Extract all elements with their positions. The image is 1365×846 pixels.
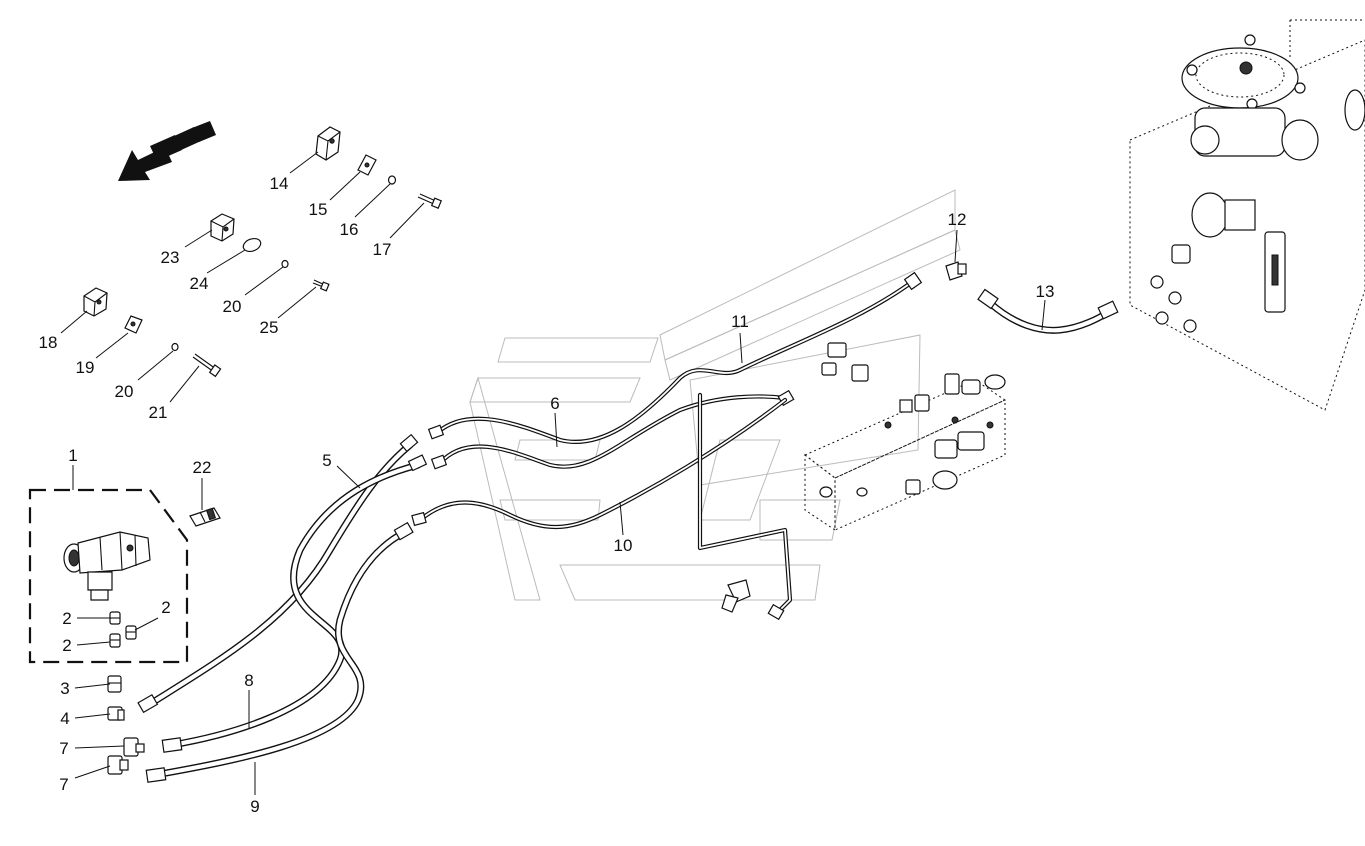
callout-4: 4 — [60, 709, 69, 728]
hose-9 — [145, 521, 414, 783]
clamp-block-14 — [315, 126, 341, 161]
tube-10 — [411, 397, 788, 530]
tube-branch-down — [697, 392, 793, 621]
tee-fitting-7-a — [123, 737, 145, 757]
elbow-fitting-4 — [107, 706, 125, 721]
callout-1: 1 — [68, 446, 77, 465]
callout-12: 12 — [948, 210, 967, 229]
pump-unit — [1181, 34, 1365, 161]
washer-16 — [387, 175, 397, 185]
bolt-25 — [312, 279, 330, 292]
assembly-1-dashed-boundary — [28, 488, 189, 664]
hose-13 — [977, 288, 1119, 334]
callout-2-b: 2 — [62, 636, 71, 655]
callout-9: 9 — [250, 797, 259, 816]
fitting-2-a — [109, 611, 121, 625]
callout-21: 21 — [149, 403, 168, 422]
bolt-17 — [417, 193, 442, 209]
clamp-plate-24 — [242, 237, 262, 253]
callout-11: 11 — [731, 312, 749, 331]
clamp-block-23 — [210, 213, 235, 242]
control-valve-block — [804, 342, 1007, 531]
callout-17: 17 — [373, 240, 392, 259]
hydraulic-tank — [1129, 19, 1365, 411]
fitting-2-b — [109, 633, 121, 648]
callout-25: 25 — [260, 318, 279, 337]
callout-20-b: 20 — [115, 382, 134, 401]
washer-20-lower — [171, 342, 179, 352]
callout-6: 6 — [550, 394, 559, 413]
leader-lines — [60, 151, 1046, 795]
callout-19: 19 — [76, 358, 95, 377]
callout-18: 18 — [39, 333, 58, 352]
callout-2-a: 2 — [62, 609, 71, 628]
callout-15: 15 — [309, 200, 328, 219]
clamp-block-18 — [83, 287, 108, 317]
fitting-3 — [107, 675, 122, 693]
callout-14: 14 — [270, 174, 289, 193]
bolt-21 — [192, 353, 222, 378]
valve-assembly-1 — [63, 531, 151, 601]
callout-8: 8 — [244, 671, 253, 690]
callout-23: 23 — [161, 248, 180, 267]
callout-20-a: 20 — [223, 297, 242, 316]
sensor-22 — [189, 507, 221, 527]
callout-7-b: 7 — [59, 775, 68, 794]
callout-labels: 1 2 2 2 3 4 5 6 7 7 8 9 10 11 12 13 14 1… — [39, 174, 1055, 816]
callout-7-a: 7 — [59, 739, 68, 758]
ghost-bracket-outline — [469, 189, 961, 601]
elbow-fitting-12 — [945, 261, 967, 281]
clamp-plate-19 — [124, 315, 143, 334]
tube-11 — [427, 271, 923, 444]
callout-5: 5 — [322, 451, 331, 470]
fitting-2-c — [125, 625, 137, 640]
forward-direction-arrow-icon — [118, 121, 216, 181]
hose-8 — [161, 454, 428, 753]
clamp-plate-15 — [357, 154, 377, 176]
callout-2-c: 2 — [161, 598, 170, 617]
callout-16: 16 — [340, 220, 359, 239]
washer-20-upper — [281, 259, 289, 269]
callout-13: 13 — [1036, 282, 1055, 301]
callout-24: 24 — [190, 274, 209, 293]
tee-fitting-7-b — [107, 755, 129, 775]
callout-3: 3 — [60, 679, 69, 698]
callout-10: 10 — [614, 536, 633, 555]
callout-22: 22 — [193, 458, 212, 477]
